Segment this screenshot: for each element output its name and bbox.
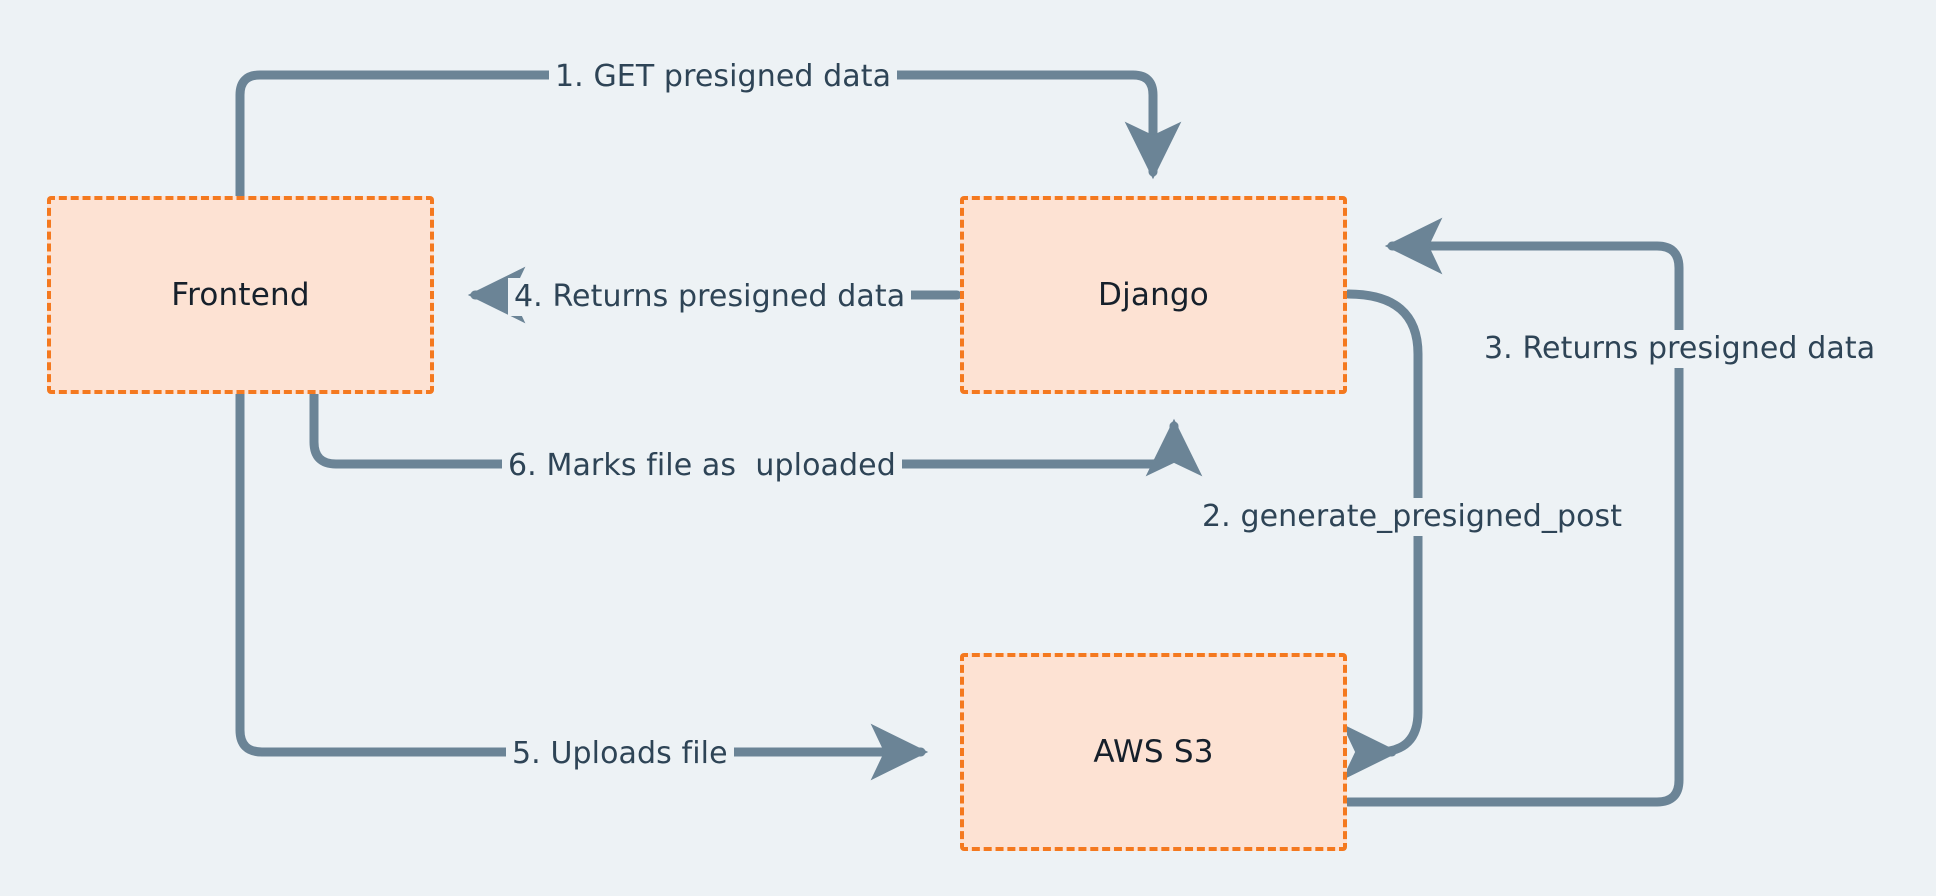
edge-connector-5 [235,389,929,781]
node-aws-s3-label: AWS S3 [1093,734,1214,770]
node-django-label: Django [1098,277,1209,313]
edge-label-6: 6. Marks file as uploaded [502,447,902,485]
node-django[interactable]: Django [960,196,1347,394]
edge-label-5: 5. Uploads file [506,735,734,773]
edge-connector-3 [1343,217,1684,807]
node-frontend-label: Frontend [171,277,310,313]
node-frontend[interactable]: Frontend [47,196,434,394]
edge-label-4: 4. Returns presigned data [508,278,912,316]
node-aws-s3[interactable]: AWS S3 [960,653,1347,851]
edge-label-2: 2. generate_presigned_post [1196,498,1629,536]
edge-label-3: 3. Returns presigned data [1478,330,1882,368]
edge-connector-2 [1341,289,1423,781]
edge-label-1: 1. GET presigned data [549,58,898,96]
